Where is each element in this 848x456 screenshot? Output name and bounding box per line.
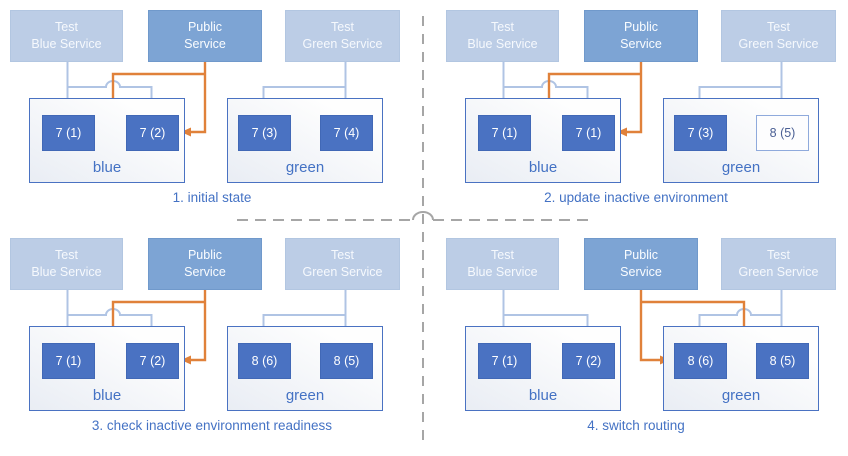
service-label-line2: Green Service (738, 37, 819, 51)
step-1-panel: Test Blue Service Public Service Test Gr… (0, 0, 424, 228)
test-blue-service-box: Test Blue Service (10, 238, 123, 290)
service-label-line2: Green Service (302, 37, 383, 51)
pod: 7 (4) (320, 115, 373, 151)
service-label-line1: Test (767, 20, 790, 35)
service-label-line1: Test (491, 248, 514, 263)
pod: 7 (1) (478, 343, 531, 379)
service-label-line1: Public (623, 20, 659, 35)
test-blue-service-box: Test Blue Service (446, 10, 559, 62)
test-green-service-box: Test Green Service (285, 238, 400, 290)
pod: 8 (5) (320, 343, 373, 379)
service-label-line1: Test (491, 20, 514, 35)
step-2-panel: Test Blue Service Public Service Test Gr… (424, 0, 848, 228)
service-label-line2: Service (620, 265, 662, 279)
service-label-line1: Public (187, 20, 223, 35)
test-blue-service-box: Test Blue Service (10, 10, 123, 62)
service-label-line2: Service (620, 37, 662, 51)
step-4-panel: Test Blue Service Public Service Test Gr… (424, 228, 848, 456)
green-environment-box: 7 (3) 8 (5) green (663, 98, 819, 183)
service-label-line1: Test (331, 20, 354, 35)
pod: 8 (6) (238, 343, 291, 379)
green-environment-box: 7 (3) 7 (4) green (227, 98, 383, 183)
service-label-line1: Public (623, 248, 659, 263)
service-label-line2: Service (184, 37, 226, 51)
step-3-panel: Test Blue Service Public Service Test Gr… (0, 228, 424, 456)
test-green-service-box: Test Green Service (721, 238, 836, 290)
step-caption: 3. check inactive environment readiness (91, 418, 333, 433)
pod: 7 (2) (126, 115, 179, 151)
service-label-line2: Blue Service (31, 37, 102, 51)
service-label-line1: Public (187, 248, 223, 263)
test-blue-service-box: Test Blue Service (446, 238, 559, 290)
pod: 7 (1) (42, 115, 95, 151)
service-label-line1: Test (767, 248, 790, 263)
service-label-line2: Service (184, 265, 226, 279)
service-label-line1: Test (55, 248, 78, 263)
pod-starting: 8 (5) (756, 115, 809, 151)
environment-label: green (285, 387, 325, 404)
green-environment-box: 8 (6) 8 (5) green (227, 326, 383, 411)
public-service-box: Public Service (148, 238, 262, 290)
pod: 8 (5) (756, 343, 809, 379)
public-service-box: Public Service (584, 10, 698, 62)
test-green-service-box: Test Green Service (285, 10, 400, 62)
green-environment-box: 8 (6) 8 (5) green (663, 326, 819, 411)
environment-label: green (721, 159, 761, 176)
pod: 7 (2) (562, 343, 615, 379)
pod: 7 (3) (674, 115, 727, 151)
public-service-box: Public Service (584, 238, 698, 290)
environment-label: green (285, 159, 325, 176)
service-label-line2: Blue Service (467, 37, 538, 51)
public-service-box: Public Service (148, 10, 262, 62)
pod: 7 (2) (126, 343, 179, 379)
pod: 7 (3) (238, 115, 291, 151)
blue-environment-box: 7 (1) 7 (2) blue (29, 326, 185, 411)
service-label-line2: Blue Service (31, 265, 102, 279)
pod: 8 (6) (674, 343, 727, 379)
environment-label: blue (92, 387, 122, 404)
service-label-line1: Test (331, 248, 354, 263)
service-label-line2: Green Service (302, 265, 383, 279)
environment-label: blue (528, 387, 558, 404)
blue-environment-box: 7 (1) 7 (2) blue (465, 326, 621, 411)
service-label-line1: Test (55, 20, 78, 35)
step-caption: 4. switch routing (587, 418, 685, 433)
blue-environment-box: 7 (1) 7 (2) blue (29, 98, 185, 183)
step-caption: 2. update inactive environment (544, 190, 728, 205)
environment-label: green (721, 387, 761, 404)
pod: 7 (1) (562, 115, 615, 151)
environment-label: blue (92, 159, 122, 176)
pod: 7 (1) (478, 115, 531, 151)
step-caption: 1. initial state (172, 190, 252, 205)
service-label-line2: Blue Service (467, 265, 538, 279)
test-green-service-box: Test Green Service (721, 10, 836, 62)
service-label-line2: Green Service (738, 265, 819, 279)
blue-environment-box: 7 (1) 7 (1) blue (465, 98, 621, 183)
environment-label: blue (528, 159, 558, 176)
pod: 7 (1) (42, 343, 95, 379)
